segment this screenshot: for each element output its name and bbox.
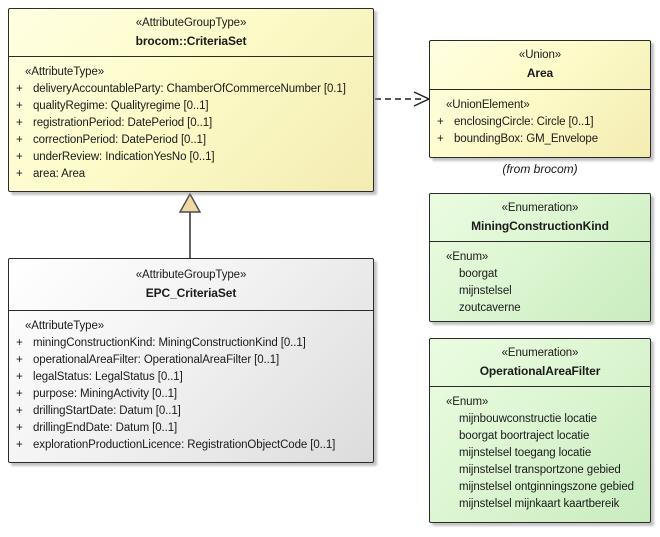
class-box-mining-construction-kind[interactable]: «Enumeration» MiningConstructionKind «En… xyxy=(429,193,651,322)
class-name: OperationalAreaFilter xyxy=(479,364,601,378)
attribute-text: legalStatus: LegalStatus [0..1] xyxy=(33,371,183,383)
attributes-compartment: «UnionElement» + enclosingCircle: Circle… xyxy=(430,90,650,148)
enum-compartment: «Enum» mijnbouwconstructie locatie boorg… xyxy=(430,387,650,513)
from-package-note: (from brocom) xyxy=(502,162,578,176)
visibility-plus: + xyxy=(16,388,23,400)
stereotype-label: «Enumeration» xyxy=(501,202,579,214)
enum-literal: zoutcaverne xyxy=(459,302,521,314)
stereotype-label: «AttributeGroupType» xyxy=(135,17,247,29)
attribute-row: + registrationPeriod: DatePeriod [0..1] xyxy=(9,115,369,132)
body-stereotype-label: «UnionElement» xyxy=(446,99,530,111)
stereotype-label: «Enumeration» xyxy=(501,347,579,359)
visibility-plus: + xyxy=(437,116,444,128)
attribute-text: drillingEndDate: Datum [0..1] xyxy=(33,422,178,434)
body-stereotype-label: «AttributeType» xyxy=(25,66,105,78)
visibility-plus: + xyxy=(16,100,23,112)
attribute-text: area: Area xyxy=(33,168,86,180)
visibility-plus: + xyxy=(16,371,23,383)
visibility-plus: + xyxy=(16,354,23,366)
attribute-text: registrationPeriod: DatePeriod [0..1] xyxy=(33,117,213,129)
visibility-plus: + xyxy=(437,133,444,145)
enum-literal: mijnstelsel toegang locatie xyxy=(459,447,592,459)
class-header: «Union» Area xyxy=(430,41,650,90)
attribute-row: + legalStatus: LegalStatus [0..1] xyxy=(9,369,369,386)
attribute-text: miningConstructionKind: MiningConstructi… xyxy=(33,337,306,349)
class-box-operational-area-filter[interactable]: «Enumeration» OperationalAreaFilter «Enu… xyxy=(429,338,651,523)
attribute-row: + drillingEndDate: Datum [0..1] xyxy=(9,420,369,437)
attributes-compartment: «AttributeType» + miningConstructionKind… xyxy=(9,311,373,454)
generalization-arrow xyxy=(178,192,202,258)
attribute-text: correctionPeriod: DatePeriod [0..1] xyxy=(33,134,206,146)
attribute-text: drillingStartDate: Datum [0..1] xyxy=(33,405,181,417)
attribute-row: + explorationProductionLicence: Registra… xyxy=(9,437,369,454)
class-box-area[interactable]: «Union» Area «UnionElement» + enclosingC… xyxy=(429,40,651,158)
attribute-text: operationalAreaFilter: OperationalAreaFi… xyxy=(33,354,280,366)
visibility-plus: + xyxy=(16,117,23,129)
visibility-plus: + xyxy=(16,439,23,451)
enum-literal: mijnstelsel mijnkaart kaartbereik xyxy=(459,498,620,510)
enum-literal: mijnbouwconstructie locatie xyxy=(459,413,597,425)
visibility-plus: + xyxy=(16,422,23,434)
class-name: Area xyxy=(526,66,554,80)
attribute-row: + boundingBox: GM_Envelope xyxy=(430,131,646,148)
body-stereotype-label: «Enum» xyxy=(446,396,489,408)
attribute-text: enclosingCircle: Circle [0..1] xyxy=(454,116,594,128)
class-header: «AttributeGroupType» brocom::CriteriaSet xyxy=(9,9,373,57)
attribute-row: + underReview: IndicationYesNo [0..1] xyxy=(9,149,369,166)
body-stereotype-label: «Enum» xyxy=(446,251,489,263)
visibility-plus: + xyxy=(16,168,23,180)
enum-literal: mijnstelsel xyxy=(459,285,512,297)
attribute-row: + purpose: MiningActivity [0..1] xyxy=(9,386,369,403)
visibility-plus: + xyxy=(16,83,23,95)
attribute-row: + miningConstructionKind: MiningConstruc… xyxy=(9,335,369,352)
visibility-plus: + xyxy=(16,151,23,163)
attribute-row: + deliveryAccountableParty: ChamberOfCom… xyxy=(9,81,369,98)
attribute-row: + drillingStartDate: Datum [0..1] xyxy=(9,403,369,420)
stereotype-label: «AttributeGroupType» xyxy=(135,269,247,281)
visibility-plus: + xyxy=(16,337,23,349)
attribute-text: purpose: MiningActivity [0..1] xyxy=(33,388,178,400)
enum-literal: boorgat xyxy=(459,268,498,280)
attribute-text: underReview: IndicationYesNo [0..1] xyxy=(33,151,215,163)
attribute-row: + qualityRegime: Qualityregime [0..1] xyxy=(9,98,369,115)
enum-literal: mijnstelsel ontginningszone gebied xyxy=(459,481,634,493)
class-name: brocom::CriteriaSet xyxy=(135,34,247,48)
attribute-row: + area: Area xyxy=(9,166,369,183)
attribute-text: deliveryAccountableParty: ChamberOfComme… xyxy=(33,83,346,95)
attribute-row: + correctionPeriod: DatePeriod [0..1] xyxy=(9,132,369,149)
attribute-row: + operationalAreaFilter: OperationalArea… xyxy=(9,352,369,369)
visibility-plus: + xyxy=(16,134,23,146)
body-stereotype-label: «AttributeType» xyxy=(25,320,105,332)
attributes-compartment: «AttributeType» + deliveryAccountablePar… xyxy=(9,57,373,183)
attribute-text: boundingBox: GM_Envelope xyxy=(454,133,599,145)
class-header: «Enumeration» MiningConstructionKind xyxy=(430,194,650,242)
attribute-text: qualityRegime: Qualityregime [0..1] xyxy=(33,100,209,112)
class-box-epc-criteriaset[interactable]: «AttributeGroupType» EPC_CriteriaSet «At… xyxy=(8,258,374,463)
enum-compartment: «Enum» boorgat mijnstelsel zoutcaverne xyxy=(430,242,650,317)
class-name: MiningConstructionKind xyxy=(471,219,609,233)
class-header: «Enumeration» OperationalAreaFilter xyxy=(430,339,650,387)
dependency-arrow xyxy=(375,91,431,107)
enum-literal: boorgat boortraject locatie xyxy=(459,430,590,442)
stereotype-label: «Union» xyxy=(518,49,562,61)
class-box-brocom-criteriaset[interactable]: «AttributeGroupType» brocom::CriteriaSet… xyxy=(8,8,374,192)
class-name: EPC_CriteriaSet xyxy=(145,286,237,300)
attribute-row: + enclosingCircle: Circle [0..1] xyxy=(430,114,646,131)
class-header: «AttributeGroupType» EPC_CriteriaSet xyxy=(9,259,373,311)
visibility-plus: + xyxy=(16,405,23,417)
attribute-text: explorationProductionLicence: Registrati… xyxy=(33,439,336,451)
enum-literal: mijnstelsel transportzone gebied xyxy=(459,464,621,476)
